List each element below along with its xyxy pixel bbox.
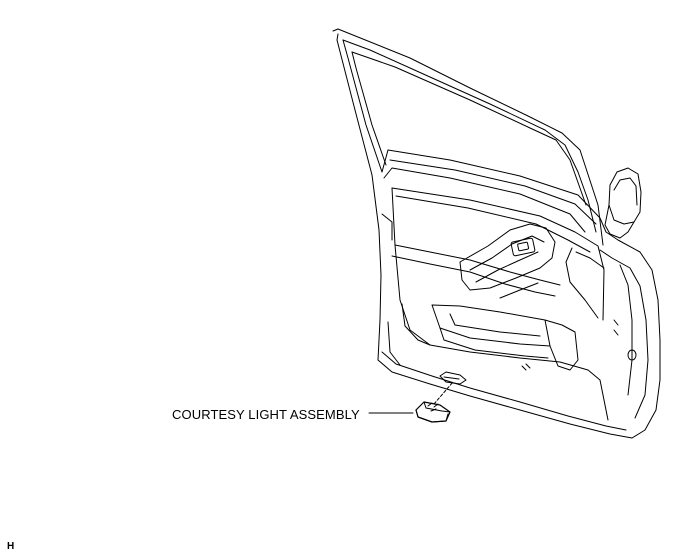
courtesy-light-assembly-label: COURTESY LIGHT ASSEMBLY: [172, 407, 360, 422]
side-mirror: [604, 167, 642, 239]
door-trim-panel: [391, 187, 609, 421]
sheet-code: H: [7, 541, 15, 552]
courtesy-light-assembly: [415, 401, 451, 423]
armrest-handle: [459, 223, 556, 299]
outer-door-skin: [565, 231, 661, 439]
door-belt-line: [381, 149, 607, 241]
door-bottom-edge: [377, 351, 633, 439]
window-frame: [332, 28, 604, 361]
door-pocket: [387, 303, 579, 371]
assembly-leader-dashed: [433, 381, 454, 405]
courtesy-light-opening: [439, 371, 467, 385]
